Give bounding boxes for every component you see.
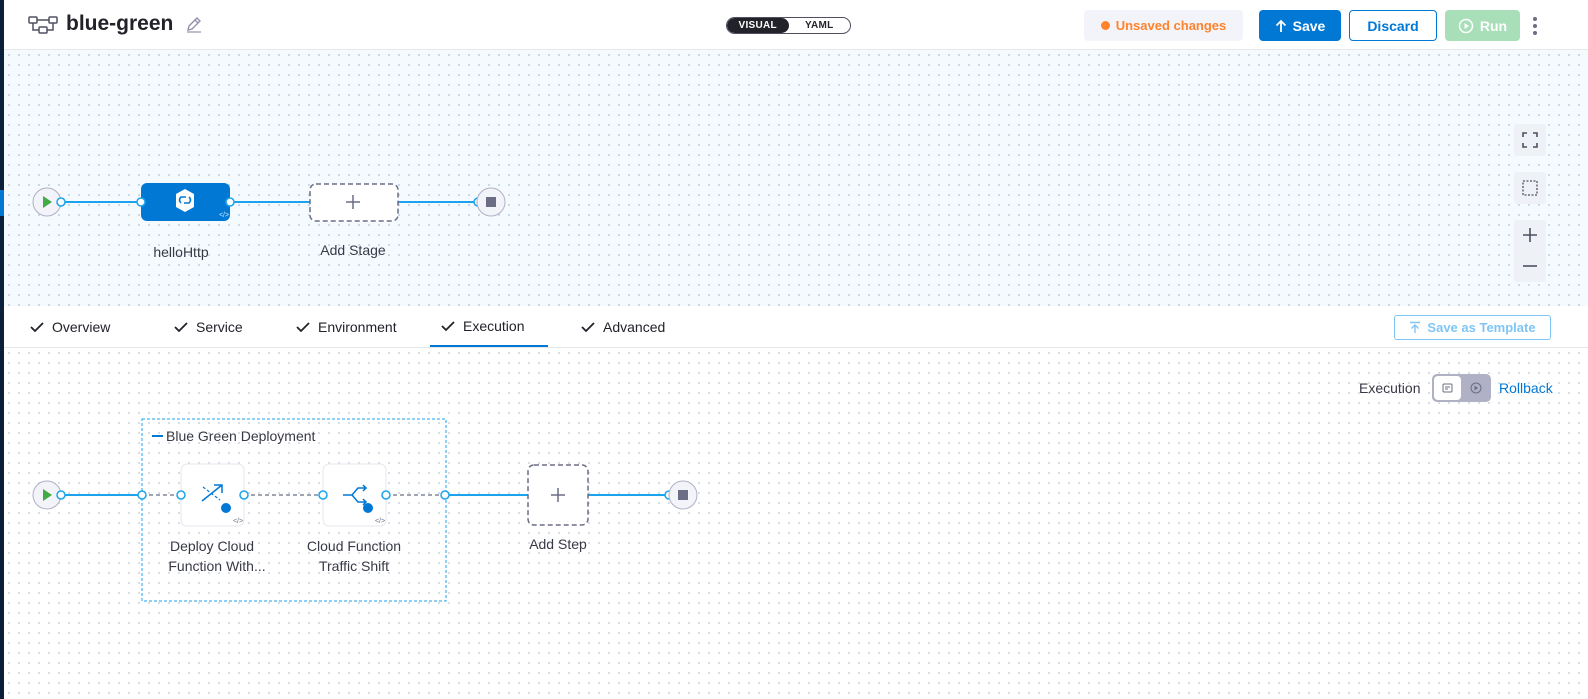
check-icon xyxy=(441,320,455,331)
zoom-controls xyxy=(1514,220,1546,282)
step-label-line2: Traffic Shift xyxy=(319,558,389,574)
discard-button-label: Discard xyxy=(1367,17,1419,34)
left-rail-active-marker xyxy=(0,190,4,216)
tab-execution-label: Execution xyxy=(463,317,525,334)
tab-overview[interactable]: Overview xyxy=(30,306,110,347)
rollback-mode-icon xyxy=(1470,382,1482,394)
more-options-icon[interactable] xyxy=(1530,14,1540,38)
pipeline-name: blue-green xyxy=(66,12,174,35)
deploy-cloud-function-icon xyxy=(201,484,231,513)
link-port xyxy=(225,197,235,207)
stage-graph-canvas[interactable] xyxy=(4,50,1588,306)
link-port xyxy=(381,490,391,500)
link-port xyxy=(137,490,147,500)
tab-advanced-label: Advanced xyxy=(603,318,666,335)
play-circle-icon xyxy=(1458,18,1474,33)
traffic-shift-icon xyxy=(343,484,373,513)
expand-icon xyxy=(1522,132,1538,148)
step-node-deploy-cloud-function[interactable]: </> xyxy=(180,463,245,527)
execution-graph-canvas[interactable] xyxy=(4,348,1588,699)
step-label-line1: Deploy Cloud xyxy=(170,538,254,554)
code-badge-icon: </> xyxy=(233,518,243,525)
save-as-template-button[interactable]: Save as Template xyxy=(1394,315,1551,340)
left-navigation-rail xyxy=(0,0,4,699)
unsaved-changes-indicator[interactable]: Unsaved changes xyxy=(1084,10,1243,41)
code-badge-icon: </> xyxy=(375,518,385,525)
tab-environment[interactable]: Environment xyxy=(296,306,397,347)
step-group-name: Blue Green Deployment xyxy=(166,428,316,444)
visual-mode-option[interactable]: VISUAL xyxy=(727,18,789,33)
upload-arrow-icon xyxy=(1275,19,1286,32)
tab-service[interactable]: Service xyxy=(174,306,243,347)
execution-mode-icon xyxy=(1442,383,1453,393)
step-label-line1: Cloud Function xyxy=(307,538,401,554)
link-port xyxy=(176,490,186,500)
yaml-mode-option[interactable]: YAML xyxy=(804,20,834,31)
pipeline-start-node xyxy=(32,187,62,217)
stage-node-hellohttp[interactable]: </> xyxy=(141,183,230,221)
tab-overview-label: Overview xyxy=(52,318,111,335)
check-icon xyxy=(30,321,44,332)
zoom-in-icon[interactable] xyxy=(1523,228,1537,242)
tab-service-label: Service xyxy=(196,318,243,335)
plus-icon xyxy=(551,488,565,502)
template-upload-icon xyxy=(1410,321,1421,333)
select-area-button[interactable] xyxy=(1514,172,1546,204)
rollback-link[interactable]: Rollback xyxy=(1499,380,1553,396)
pipeline-header: blue-green VISUAL YAML Unsaved changes S… xyxy=(4,0,1588,50)
check-icon xyxy=(296,321,310,332)
step-label-line2: Function With... xyxy=(168,558,265,574)
play-icon xyxy=(43,196,52,208)
unsaved-changes-text: Unsaved changes xyxy=(1115,18,1227,33)
check-icon xyxy=(581,321,595,332)
run-button-label: Run xyxy=(1479,17,1508,34)
edit-pencil-icon[interactable] xyxy=(184,15,204,35)
save-button-label: Save xyxy=(1292,17,1326,34)
add-stage-button[interactable] xyxy=(309,183,399,222)
tab-execution[interactable]: Execution xyxy=(430,306,548,347)
tab-environment-label: Environment xyxy=(318,318,397,335)
link-port xyxy=(136,197,146,207)
tab-advanced[interactable]: Advanced xyxy=(581,306,665,347)
save-button[interactable]: Save xyxy=(1259,10,1341,41)
step-group-blue-green[interactable]: Blue Green Deployment xyxy=(141,418,447,602)
warning-dot-icon xyxy=(1100,21,1110,30)
run-button[interactable]: Run xyxy=(1445,10,1520,41)
add-step-button[interactable] xyxy=(527,464,589,526)
step-node-traffic-shift[interactable]: </> xyxy=(322,463,387,527)
play-icon xyxy=(43,489,52,501)
link-port xyxy=(440,490,450,500)
stage-tabs: Overview Service Environment Execution A… xyxy=(4,306,1588,348)
selection-box-icon xyxy=(1522,180,1538,196)
discard-button[interactable]: Discard xyxy=(1349,10,1437,41)
stop-icon xyxy=(486,197,496,207)
execution-view-label: Execution xyxy=(1359,380,1421,396)
stop-icon xyxy=(678,490,688,500)
add-stage-label: Add Stage xyxy=(320,242,386,258)
code-badge-icon: </> xyxy=(219,212,229,219)
link-port xyxy=(56,197,66,207)
link-port xyxy=(56,490,66,500)
cloud-function-icon xyxy=(176,189,194,212)
stage-name: helloHttp xyxy=(153,244,208,260)
link-port xyxy=(239,490,249,500)
add-step-label: Add Step xyxy=(529,536,587,552)
save-as-template-label: Save as Template xyxy=(1427,320,1536,335)
view-mode-toggle[interactable]: VISUAL YAML xyxy=(726,17,851,34)
link-port xyxy=(318,490,328,500)
execution-end-node xyxy=(668,480,698,510)
plus-icon xyxy=(346,195,360,209)
check-icon xyxy=(174,321,188,332)
pipeline-icon xyxy=(28,16,58,34)
execution-rollback-toggle[interactable] xyxy=(1432,374,1491,402)
pipeline-end-node xyxy=(476,187,506,217)
toggle-knob xyxy=(1434,376,1461,400)
fit-to-screen-button[interactable] xyxy=(1514,124,1546,156)
